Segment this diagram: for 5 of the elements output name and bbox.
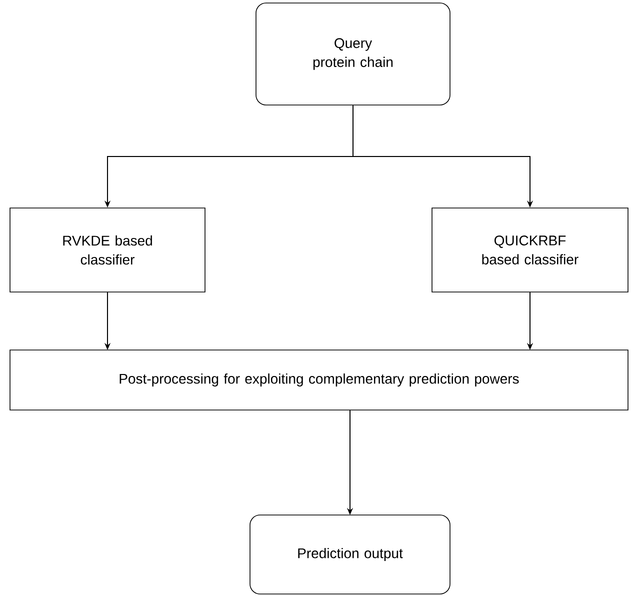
rounded-box: Query protein chain	[256, 2, 450, 106]
process-box: QUICKRBF based classifier	[432, 208, 628, 292]
rounded-box: Prediction output	[250, 514, 450, 594]
process-box: RVKDE based classifier	[10, 208, 206, 292]
process-box: Post-processing for exploiting complementary prediction powers	[10, 350, 628, 410]
